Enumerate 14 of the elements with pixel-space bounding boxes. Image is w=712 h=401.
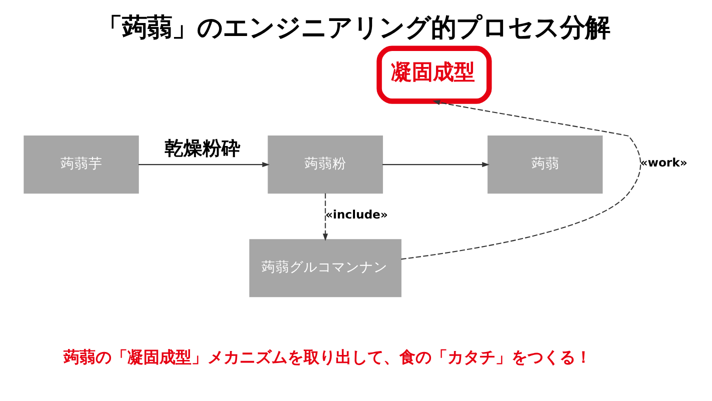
arrow bbox=[382, 162, 490, 168]
label: 蒟蒻の「凝固成型」メカニズムを取り出して、食の「カタチ」をつくる！ bbox=[63, 348, 592, 367]
node-box: 蒟蒻粉 bbox=[268, 136, 383, 194]
node-box: 蒟蒻芋 bbox=[24, 136, 139, 194]
edge-label: «include» bbox=[325, 207, 388, 222]
node-box: 凝固成型 bbox=[376, 46, 492, 104]
arrow bbox=[322, 193, 328, 241]
arrow bbox=[138, 162, 270, 168]
arrow bbox=[401, 100, 642, 260]
edge-label: «work» bbox=[640, 155, 688, 170]
diagram-title: 「蒟蒻」のエンジニアリング的プロセス分解 bbox=[97, 12, 610, 42]
node-box: 蒟蒻グルコマンナン bbox=[249, 239, 402, 298]
edge-label: 乾燥粉砕 bbox=[164, 137, 241, 160]
node-box: 蒟蒻 bbox=[488, 136, 603, 194]
